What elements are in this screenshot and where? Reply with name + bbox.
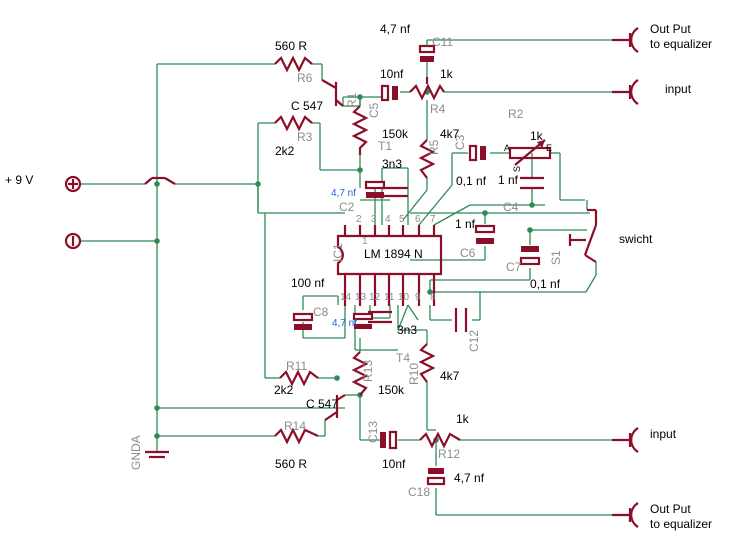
ic-part-label: LM 1894 N <box>364 247 423 261</box>
pin-7: 7 <box>430 214 436 225</box>
pin-4: 4 <box>385 214 391 225</box>
r1-ref: R1 <box>345 92 359 108</box>
c6-value: 1 nf <box>455 217 476 231</box>
s1-ref: S1 <box>549 250 563 265</box>
c4-ref: C4 <box>503 200 519 214</box>
c4-value: 1 nf <box>498 173 519 187</box>
c7-value: 0,1 nf <box>530 277 561 291</box>
c13-value: 10nf <box>382 457 406 471</box>
r13-value: 150k <box>378 383 405 397</box>
r14-ref: R14 <box>284 419 306 433</box>
supply-label: + 9 V <box>5 173 33 187</box>
c7-ref: C7 <box>506 260 522 274</box>
c3-ref: C3 <box>453 134 467 150</box>
pin-9: 9 <box>415 292 421 303</box>
out-bottom-line1: Out Put <box>650 502 691 516</box>
jack-out-bottom <box>612 502 639 528</box>
r2-ref: R2 <box>508 107 524 121</box>
jack-out-top <box>612 27 639 53</box>
c13-ref: C13 <box>366 421 380 443</box>
c6-ref: C6 <box>460 246 476 260</box>
jack-in-bottom <box>612 427 639 453</box>
r4-value: 1k <box>440 67 454 81</box>
c5-ref: C5 <box>367 102 381 118</box>
pin-3: 3 <box>371 214 377 225</box>
out-top-line2: to equalizer <box>650 37 712 51</box>
pot-pin-s: S <box>512 166 522 172</box>
r6-ref: R6 <box>297 71 313 85</box>
junction-dots <box>154 89 535 443</box>
pin-14: 14 <box>340 292 352 303</box>
out-top-line1: Out Put <box>650 22 691 36</box>
t1-type: C 547 <box>291 99 323 113</box>
t4-type: C 547 <box>306 397 338 411</box>
pin-2: 2 <box>356 214 362 225</box>
c8-ref: C8 <box>313 305 329 319</box>
r1-value: 150k <box>382 127 409 141</box>
r4-ref: R4 <box>430 102 446 116</box>
c12-3n3-value: 3n3 <box>397 323 417 337</box>
ic-ref-label: IC1 <box>331 243 345 262</box>
r3-value: 2k2 <box>275 144 295 158</box>
pin-8: 8 <box>430 292 436 303</box>
pin-5: 5 <box>399 214 405 225</box>
r13-ref: R13 <box>361 360 375 382</box>
c11-value: 4,7 nf <box>380 22 411 36</box>
pin-11: 11 <box>384 292 395 303</box>
c18-ref: C18 <box>408 485 430 499</box>
c12-ref: C12 <box>467 330 481 352</box>
ground-symbol <box>145 450 169 459</box>
switch-s1 <box>568 208 598 263</box>
jack-in-top <box>612 79 639 105</box>
pin-6: 6 <box>415 214 421 225</box>
capacitors <box>292 40 544 486</box>
c3-value: 0,1 nf <box>456 174 487 188</box>
r10-ref: R10 <box>407 363 421 385</box>
c2-elec-value: 4,7 nf <box>331 188 356 199</box>
c5-value: 10nf <box>380 67 404 81</box>
potentiometer-r2 <box>508 139 552 166</box>
switch-label: swicht <box>619 232 653 246</box>
ic-lm1894: 1 <box>336 225 443 306</box>
r2-value: 1k <box>530 129 544 143</box>
c8-value: 100 nf <box>291 276 325 290</box>
t1-ref: T1 <box>378 139 392 153</box>
r10-value: 4k7 <box>440 369 460 383</box>
c18-value: 4,7 nf <box>454 471 485 485</box>
r5-ref: R5 <box>427 139 441 155</box>
c2-ref: C2 <box>339 200 355 214</box>
r6-value: 560 R <box>275 39 307 53</box>
pin-13: 13 <box>355 292 367 303</box>
t4-ref: T4 <box>396 351 410 365</box>
in-bottom-label: input <box>650 427 677 441</box>
r11-value: 2k2 <box>274 383 294 397</box>
pot-pin-a: A <box>504 143 510 153</box>
r14-value: 560 R <box>275 457 307 471</box>
r12-value: 1k <box>456 412 470 426</box>
r5-value: 4k7 <box>440 127 460 141</box>
pin-10: 10 <box>398 292 410 303</box>
c2-3n3-value: 3n3 <box>382 157 402 171</box>
c8-elec-value: 4,7 nf <box>332 318 357 329</box>
supply-switch <box>144 176 176 185</box>
gnda-label: GNDA <box>129 435 143 470</box>
pin-12: 12 <box>369 292 381 303</box>
transistors <box>321 79 346 421</box>
in-top-label: input <box>665 82 692 96</box>
r12-ref: R12 <box>438 447 460 461</box>
labels: + 9 V GNDA IC1 LM 1894 N 2 3 4 5 6 7 14 … <box>5 22 712 531</box>
c11-ref: C11 <box>432 35 453 49</box>
pot-pin-e: E <box>546 143 552 153</box>
out-bottom-line2: to equalizer <box>650 517 712 531</box>
wires <box>80 39 612 516</box>
svg-text:1: 1 <box>362 236 368 247</box>
resistors <box>274 55 461 449</box>
power-minus-terminal <box>64 232 82 250</box>
r3-ref: R3 <box>297 130 313 144</box>
r11-ref: R11 <box>286 359 307 373</box>
power-plus-terminal <box>64 175 82 193</box>
